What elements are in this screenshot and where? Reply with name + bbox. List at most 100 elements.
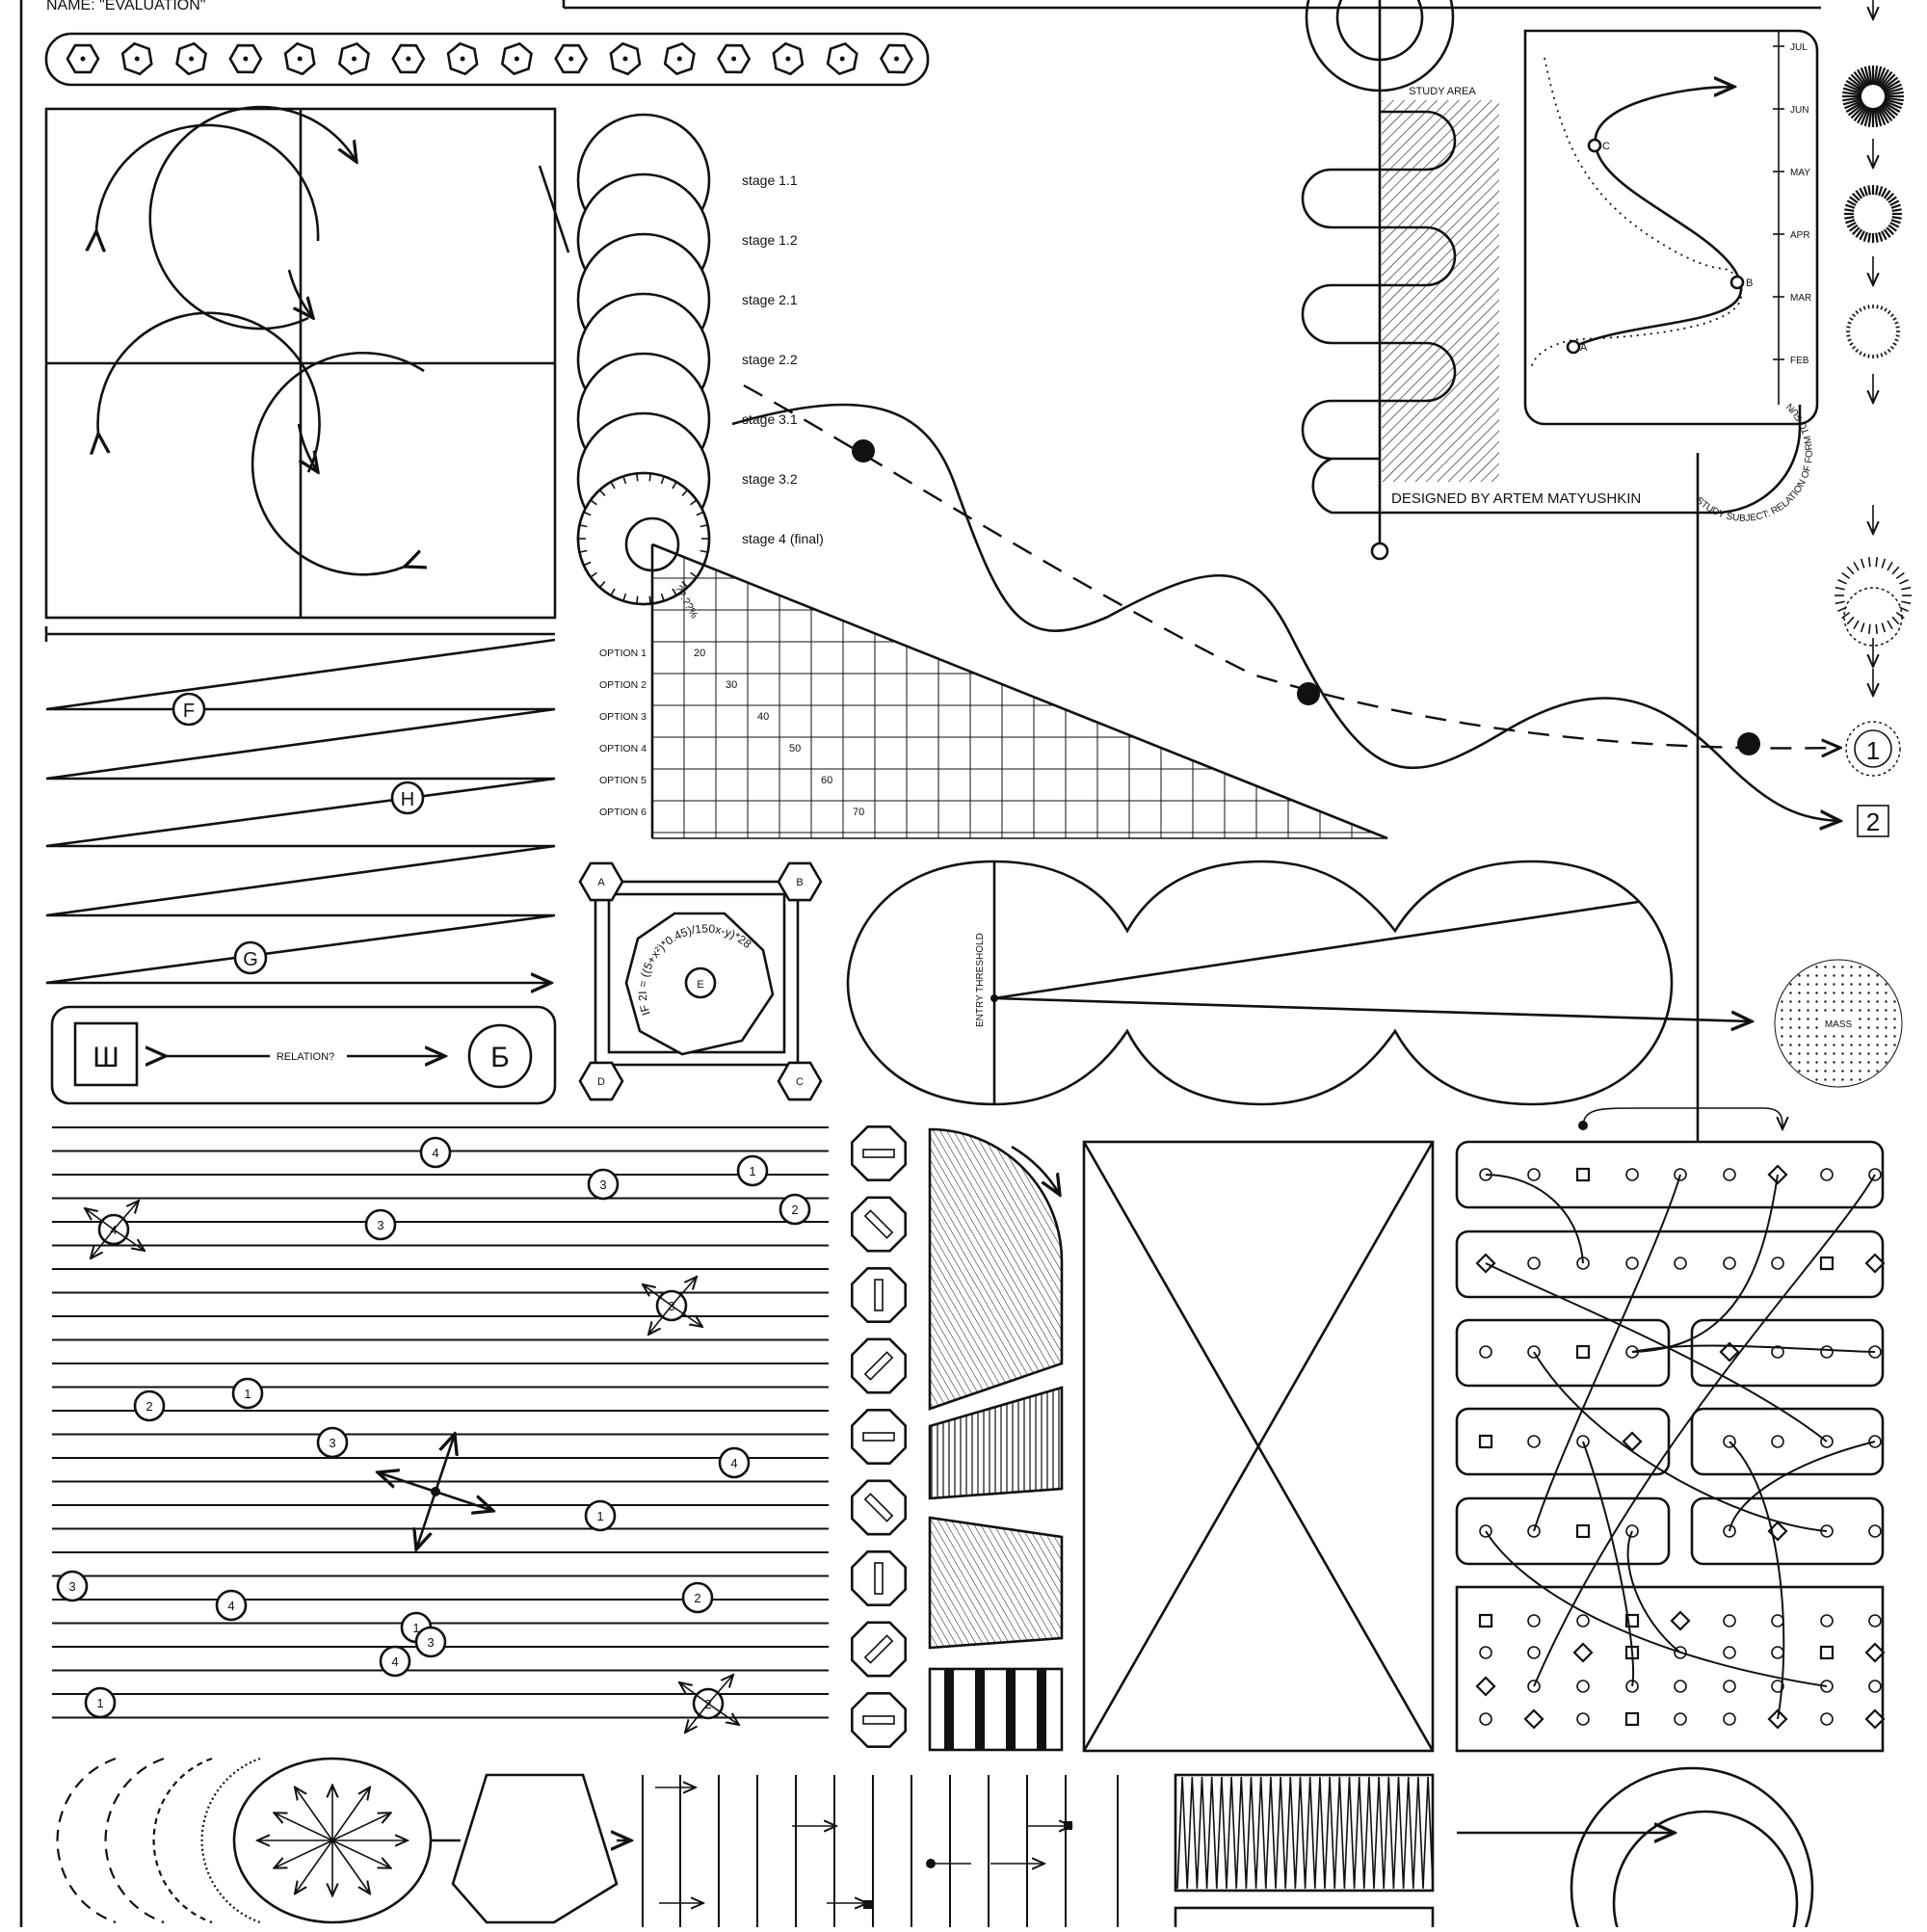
node-circle [1771,1680,1784,1693]
radial-arrow [331,1839,370,1893]
stripe-4 [1037,1669,1046,1750]
sunburst-ray [1835,600,1845,605]
sunburst-ray [1860,558,1865,569]
timeline-frame [1523,29,1819,426]
dashed-arc-3 [152,1757,213,1924]
sunburst-ray [1873,107,1879,127]
node-box [1455,1318,1671,1388]
bottom-ring-inner [1612,1810,1799,1932]
stage-label: stage 2.2 [742,352,798,367]
node-circle [1771,1345,1784,1359]
line-marker-label: 2 [694,1591,700,1605]
hexagon-row [66,41,914,76]
radial-arrow [331,1813,391,1841]
output-1-label: 1 [1866,736,1880,765]
screw-head-icon [850,1550,908,1606]
corner-hexagon [578,861,624,902]
cross-arrow [416,1491,437,1549]
sunburst-ray [1891,566,1900,575]
sunburst-ray [1887,348,1891,353]
sunburst-ray [1857,68,1868,88]
node-circle [1576,1680,1590,1693]
name-label: NAME: "EVALUATION" [46,0,205,13]
dial-tick [700,524,708,528]
relation-label-bg [270,1048,347,1064]
sunburst-ray [1894,338,1899,342]
screw-head-icon [850,1409,908,1465]
sunburst-ray [1883,83,1902,93]
node-square [1575,1167,1591,1182]
hexagon-dot-icon [879,43,914,74]
scatter-arrow [648,1305,673,1335]
scatter-arrow [685,1703,709,1733]
sunburst-ray [1880,103,1896,119]
node-circle [1771,1646,1784,1659]
striped-block [928,1667,1064,1752]
node-circle [1771,1257,1784,1270]
relation-left-symbol: Ш [92,1042,119,1073]
cycle-arc-link [287,269,313,318]
stage-connector [538,165,570,253]
cycle-arc-link-2 [297,423,318,472]
line-marker-label: 1 [596,1509,603,1523]
hexagon-dot-icon [500,41,533,76]
sunburst-ray [1842,91,1862,96]
sunburst-ray [1859,307,1862,312]
node-circle [1527,1168,1541,1181]
node-grid-box [1455,1585,1885,1753]
sunburst-ray [1875,623,1878,634]
sunburst-ray [1891,216,1902,220]
sunburst-ray [1882,80,1901,92]
sunburst-ray [1860,622,1865,633]
node-link-start [1578,1121,1588,1130]
timeline-point-a [1566,339,1581,355]
node-circle [1868,1680,1882,1693]
hexagon-dot-icon [772,41,805,76]
sunburst-ray [1852,313,1857,318]
radial-arrow [331,1787,370,1841]
trajectory-dot-1 [852,439,875,463]
sunburst-ray [1883,228,1891,238]
cycle-arc-br [251,352,424,576]
hexagon-dot-center [189,56,195,62]
cycle-arc-tr [148,105,356,331]
designer-credit: DESIGNED BY ARTEM MATYUSHKIN [1391,490,1641,507]
sunburst-ray [1862,186,1868,197]
dial-tick [598,581,606,589]
node-circle [1820,1168,1834,1181]
sunburst-ray [1844,208,1855,212]
screw-slot [862,1149,895,1158]
line-marker [316,1426,349,1459]
node-circle [1868,1435,1882,1448]
sunburst-ray [1880,305,1884,310]
node-link [1533,1174,1876,1687]
node-circle [1479,1524,1492,1538]
line-marker-label: 4 [432,1146,438,1160]
output-2-label: 2 [1866,807,1880,836]
sunburst-ray [1846,334,1851,337]
cycle-arc-tl [96,123,320,241]
node-link [1626,1530,1681,1654]
study-meander [1301,110,1457,461]
node-link [1729,1441,1876,1532]
spacer [629,850,708,904]
corner-label: A [597,877,605,888]
node-square [1819,1645,1835,1660]
sunburst-ray [1889,199,1900,206]
hexagon-dot-icon [663,41,696,76]
sunburst-ray [1890,203,1901,209]
sunburst-ray [1883,190,1891,199]
relation-left-box [73,1021,139,1087]
stage-label: stage 3.1 [742,411,798,427]
node-circle [1479,1712,1492,1726]
line-marker-label: 4 [391,1654,398,1669]
node-square [1575,1344,1591,1360]
node-box [1455,1496,1671,1566]
zigzag-marker-f-label: F [183,701,195,722]
sunburst-ray [1841,611,1851,620]
trajectory-dot-2 [1297,682,1320,705]
month-label: MAY [1790,168,1810,178]
node-diamond [1670,1610,1691,1631]
study-hatch [1382,100,1499,482]
